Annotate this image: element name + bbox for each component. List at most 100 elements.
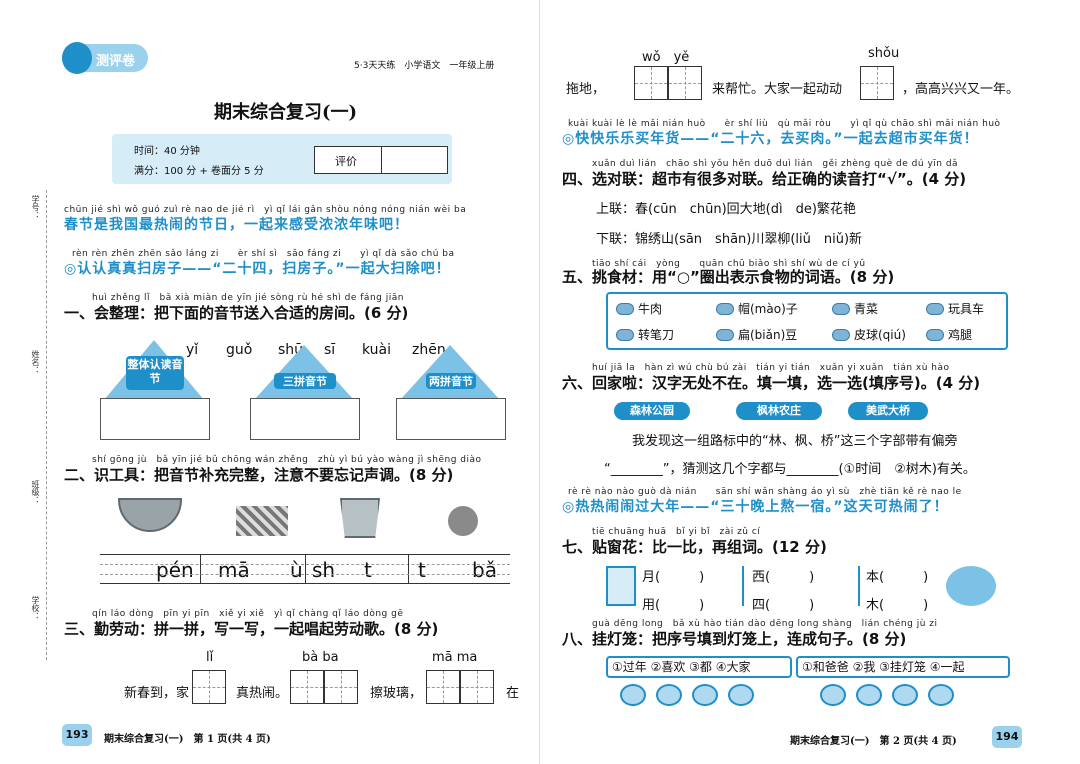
q3-text-2: 真热闹。: [236, 686, 289, 701]
lantern[interactable]: [820, 684, 846, 706]
food-icon: [616, 328, 634, 341]
window-icon: [606, 566, 636, 606]
q7-pinyin: tiē chuāng huā bǐ yi bǐ zài zǔ cí: [592, 527, 761, 537]
q3-heading: 三、勤劳动：拼一拼，写一写，一起唱起劳动歌。(8 分): [64, 620, 439, 638]
top-py-1: wǒ yě: [642, 50, 690, 65]
brace-right: [858, 566, 864, 606]
q2-pinyin: shí gōng jù bǎ yīn jié bǔ chōng wán zhěn…: [92, 455, 482, 465]
sign-2: 枫林农庄: [736, 402, 822, 420]
side-label-school: 学校：: [31, 596, 40, 620]
eval-label: 评价: [335, 155, 357, 168]
q3-box-2[interactable]: [290, 670, 324, 704]
food-item[interactable]: 皮球(qiú): [832, 326, 906, 343]
lantern[interactable]: [928, 684, 954, 706]
bucket-icon: [340, 498, 380, 538]
food-icon: [716, 328, 734, 341]
q3-text-4: 在: [506, 686, 520, 701]
syllable-5: kuài: [362, 342, 392, 358]
line1-box-2[interactable]: [668, 66, 702, 100]
q3-py-2: bà ba: [302, 650, 339, 665]
lantern[interactable]: [656, 684, 682, 706]
intro2-text: ◎认认真真扫房子——“二十四，扫房子。”一起大扫除吧！: [64, 261, 451, 277]
house-body: [396, 398, 506, 440]
info-box: 时间：40 分钟 满分：100 分 + 卷面分 5 分 评价: [112, 134, 452, 184]
food-box: 牛肉 帽(mào)子 青菜 玩具车 转笔刀 扁(biǎn)豆 皮球(qiú) 鸡…: [606, 292, 1008, 350]
q2-cell-1: pén: [156, 558, 194, 582]
house-label-3: 两拼音节: [426, 373, 476, 389]
food-icon: [832, 302, 850, 315]
food-label: 扁(biǎn)豆: [738, 328, 798, 342]
food-label: 鸡腿: [948, 328, 973, 342]
house-1: 整体认读音节: [100, 340, 210, 440]
q2-cell-3: ù: [290, 558, 303, 582]
q8-sequence-2: ①和爸爸 ②我 ③挂灯笼 ④一起: [796, 656, 1010, 678]
time-label: 时间：40 分钟: [134, 146, 200, 157]
lantern[interactable]: [892, 684, 918, 706]
side-label-id: 学号：: [31, 195, 40, 219]
q4-pinyin: xuǎn duì lián chāo shì yǒu hěn duō duì l…: [592, 159, 959, 169]
q3-box-4[interactable]: [426, 670, 460, 704]
intro2-pinyin: rèn rèn zhēn zhēn sǎo láng zi èr shí sì …: [72, 249, 455, 259]
q3-box-5[interactable]: [460, 670, 494, 704]
food-label: 青菜: [854, 302, 879, 316]
q2-cell-2: mā: [218, 558, 250, 582]
q7-heading: 七、贴窗花：比一比，再组词。(12 分): [562, 538, 827, 556]
q2-cell-6: t: [418, 558, 426, 582]
q3-box-3[interactable]: [324, 670, 358, 704]
food-item[interactable]: 转笔刀: [616, 326, 674, 343]
mop-icon: [448, 506, 478, 536]
q2-writing-line: pén mā ù sh t t bǎ: [100, 554, 510, 584]
food-icon: [926, 302, 944, 315]
food-label: 牛肉: [638, 302, 663, 316]
line1-box-1[interactable]: [634, 66, 668, 100]
house-3: 两拼音节: [396, 345, 506, 440]
house-body: [100, 398, 210, 440]
q6-heading: 六、回家啦：汉字无处不在。填一填，选一选(填序号)。(4 分): [562, 374, 981, 392]
q7-item-2: 西( ): [752, 570, 815, 585]
line1-box-3[interactable]: [860, 66, 894, 100]
house-label-2: 三拼音节: [274, 373, 336, 389]
line1-text-2: 来帮忙。大家一起动动: [712, 82, 843, 97]
food-label: 转笔刀: [638, 328, 675, 342]
lantern[interactable]: [728, 684, 754, 706]
syllable-4: sī: [324, 342, 336, 358]
q2-divider: [408, 555, 409, 583]
cloth-icon: [236, 506, 288, 536]
food-item[interactable]: 牛肉: [616, 300, 662, 317]
q7-item-1: 月( ): [642, 570, 705, 585]
food-item[interactable]: 鸡腿: [926, 326, 972, 343]
food-item[interactable]: 扁(biǎn)豆: [716, 326, 797, 343]
q8-sequence-1: ①过年 ②喜欢 ③都 ④大家: [606, 656, 792, 678]
house-label-1: 整体认读音节: [126, 356, 184, 390]
lantern[interactable]: [620, 684, 646, 706]
q2-divider: [305, 555, 306, 583]
lantern[interactable]: [692, 684, 718, 706]
intro4-text: ◎热热闹闹过大年——“三十晚上熬一宿。”这天可热闹了！: [562, 499, 949, 515]
q7-item-4: 用( ): [642, 598, 705, 613]
q3-pinyin: qín láo dòng pīn yi pīn xiě yi xiě yì qǐ…: [92, 609, 404, 619]
lantern[interactable]: [856, 684, 882, 706]
page-number-left: 193: [62, 724, 92, 746]
food-item[interactable]: 玩具车: [926, 300, 984, 317]
house-body: [250, 398, 360, 440]
q2-cell-4: sh: [312, 558, 336, 582]
food-item[interactable]: 帽(mào)子: [716, 300, 798, 317]
q1-syllable-row: yǐ guǒ shū sī kuài zhēn: [186, 342, 456, 360]
q3-box-1[interactable]: [192, 670, 226, 704]
food-item[interactable]: 青菜: [832, 300, 878, 317]
q5-pinyin: tiāo shí cái yòng quān chū biǎo shì shí …: [592, 259, 866, 269]
q2-heading: 二、识工具：把音节补充完整，注意不要忘记声调。(8 分): [64, 466, 454, 484]
eval-table: 评价: [314, 146, 448, 174]
series-label: 5·3天天练 小学语文 一年级上册: [354, 61, 495, 71]
q5-heading: 五、挑食材：用“○”圈出表示食物的词语。(8 分): [562, 268, 895, 286]
side-label-name: 姓名：: [31, 350, 40, 374]
sign-3: 美武大桥: [848, 402, 928, 420]
q4-upper: 上联：春(cūn chūn)回大地(dì de)繁花艳: [596, 202, 856, 217]
intro3-pinyin: kuài kuài lè lè mǎi nián huò èr shí liù …: [568, 119, 1001, 129]
q2-divider: [200, 555, 201, 583]
line1-text-3: ，高高兴兴又一年。: [902, 82, 1020, 97]
food-label: 皮球(qiú): [854, 328, 906, 342]
q7-item-3: 本( ): [866, 570, 929, 585]
intro1-pinyin: chūn jié shì wǒ guó zuì rè nao de jié rì…: [64, 205, 467, 215]
food-label: 玩具车: [948, 302, 985, 316]
